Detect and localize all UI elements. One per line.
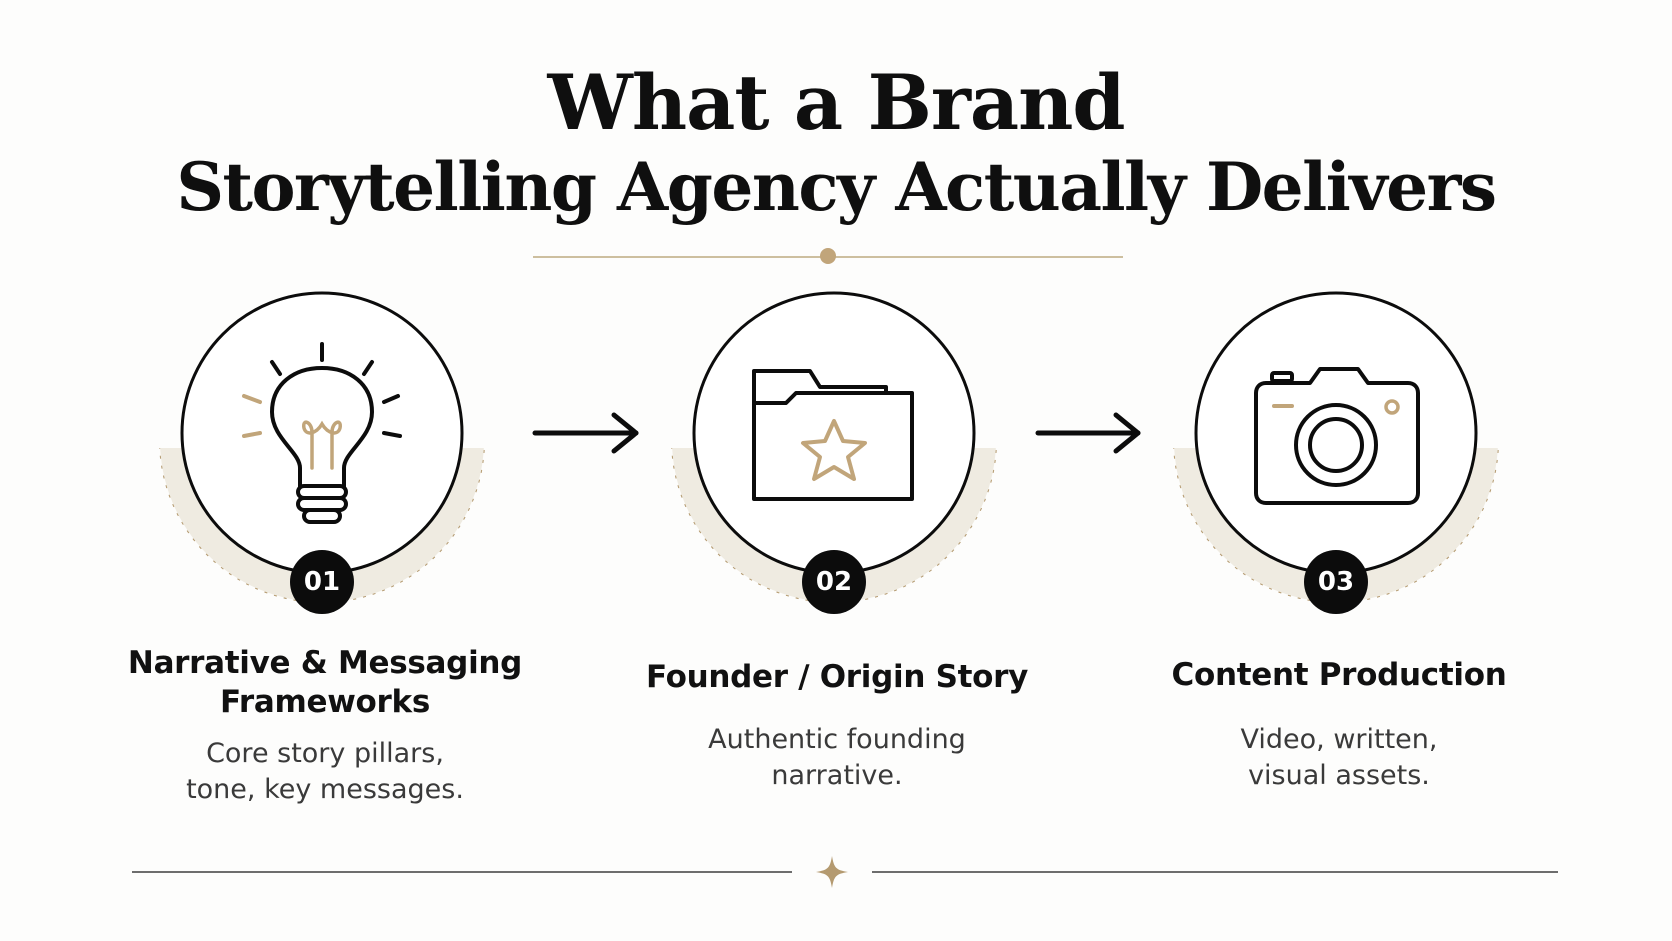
step-1-title-line-1: Narrative & Messaging [127,645,523,681]
title-divider-dot [820,248,836,264]
step-2-title: Founder / Origin Story [645,659,1029,695]
step-1-number-badge: 01 [290,550,354,614]
step-3-desc-line-2: visual assets. [1248,760,1430,791]
step-1-title-line-2: Frameworks [219,684,431,720]
bottom-divider-left [132,871,792,873]
step-2-number-badge: 02 [802,550,866,614]
camera-icon [1254,367,1420,505]
sparkle-icon [816,856,848,888]
step-2-desc-line-1: Authentic founding [708,724,966,755]
step-1-desc-line-1: Core story pillars, [206,738,444,769]
bottom-divider-right [872,871,1558,873]
arrow-icon [1035,412,1141,454]
arrow-icon [532,412,639,454]
step-3-title: Content Production [1171,657,1507,693]
step-2-desc-line-2: narrative. [771,760,903,791]
lightbulb-icon [242,342,402,524]
step-3-number-badge: 03 [1304,550,1368,614]
step-1-desc-line-2: tone, key messages. [186,774,464,805]
step-3-desc-line-1: Video, written, [1240,724,1438,755]
folder-star-icon [752,369,914,501]
title-line-2: Storytelling Agency Actually Delivers [176,148,1497,226]
title-line-1: What a Brand [547,58,1125,147]
